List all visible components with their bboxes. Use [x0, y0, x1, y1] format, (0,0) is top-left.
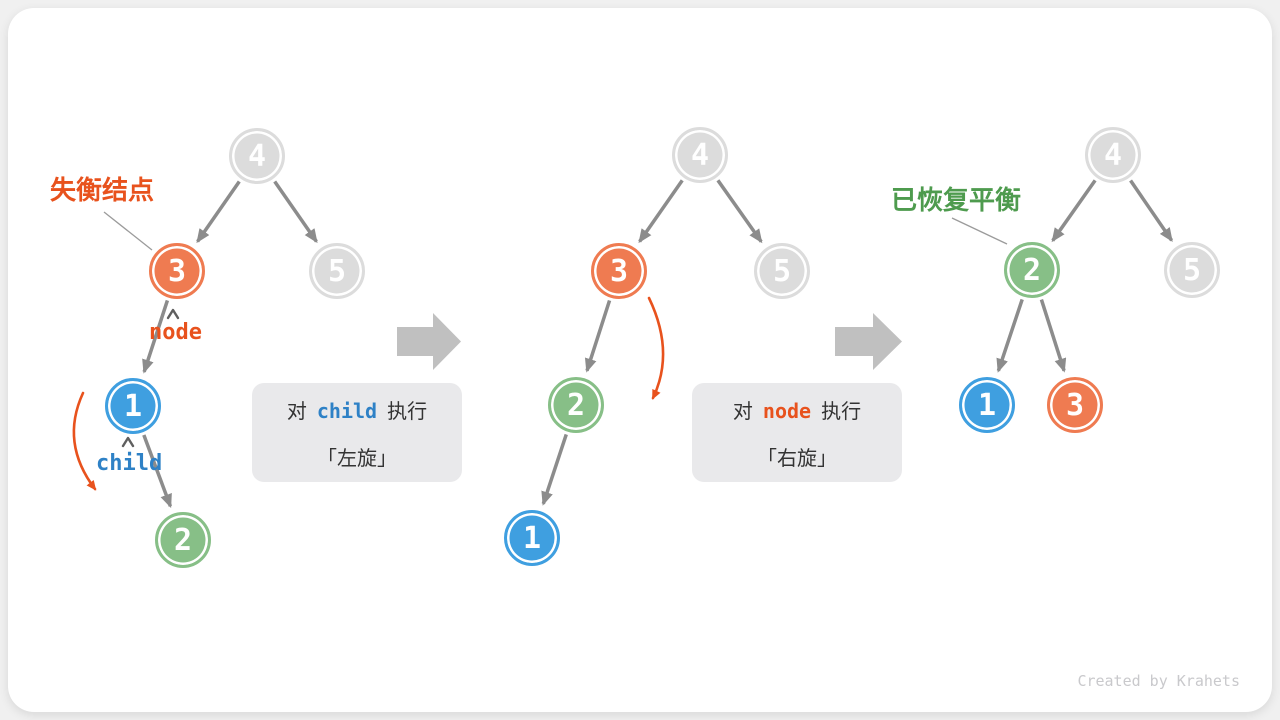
tree-edge-n4-n5 [1129, 179, 1174, 242]
step-suffix: 执行 [387, 398, 428, 423]
step-line-1: 对 child 执行 [287, 395, 427, 424]
child-pointer-label: child [96, 451, 163, 476]
leader-line-unbalanced [103, 211, 153, 251]
step-line-1: 对 node 执行 [733, 395, 861, 424]
tree-edge-n1-n2 [142, 434, 173, 509]
tree-edge-n3-n1 [142, 299, 170, 374]
tree-edge-n2-n3 [1039, 299, 1067, 373]
tree-edge-n4-n5 [716, 179, 763, 244]
transition-arrow-1-icon [397, 313, 461, 370]
caret-up-icon-child [121, 436, 135, 448]
step-rotation-name: 「右旋」 [757, 445, 837, 470]
caret-up-icon-node [166, 308, 180, 320]
tree-edge-n4-n5 [273, 180, 318, 244]
left-rotation-arrow-icon [72, 391, 97, 491]
step-rotation-name: 「左旋」 [317, 445, 397, 470]
step-prefix: 对 [286, 398, 307, 423]
rebalanced-label: 已恢复平衡 [891, 186, 1022, 216]
step-box-left-rotation: 对 child 执行 「左旋」 [252, 383, 462, 482]
tree-edge-n2-n1 [996, 298, 1024, 373]
step-suffix: 执行 [821, 398, 862, 423]
credit-text: Created by Krahets [1077, 672, 1240, 690]
tree-edges-group [142, 179, 1174, 509]
tree-edge-n4-n2 [1051, 179, 1097, 243]
transition-arrow-2-icon [835, 313, 902, 370]
step-code-node: node [762, 398, 812, 423]
step-prefix: 对 [732, 398, 753, 423]
tree-edge-n4-n3 [638, 179, 684, 244]
tree-edge-n3-n2 [584, 299, 612, 373]
node-pointer-label: node [149, 320, 202, 345]
step-code-child: child [316, 398, 378, 423]
unbalanced-node-label: 失衡结点 [50, 176, 155, 206]
step-box-right-rotation: 对 node 执行 「右旋」 [692, 383, 902, 482]
leader-line-rebalanced [951, 217, 1008, 245]
tree-edge-n4-n3 [196, 180, 241, 244]
right-rotation-arrow-icon [647, 296, 665, 400]
tree-edge-n2-n1 [541, 433, 568, 506]
